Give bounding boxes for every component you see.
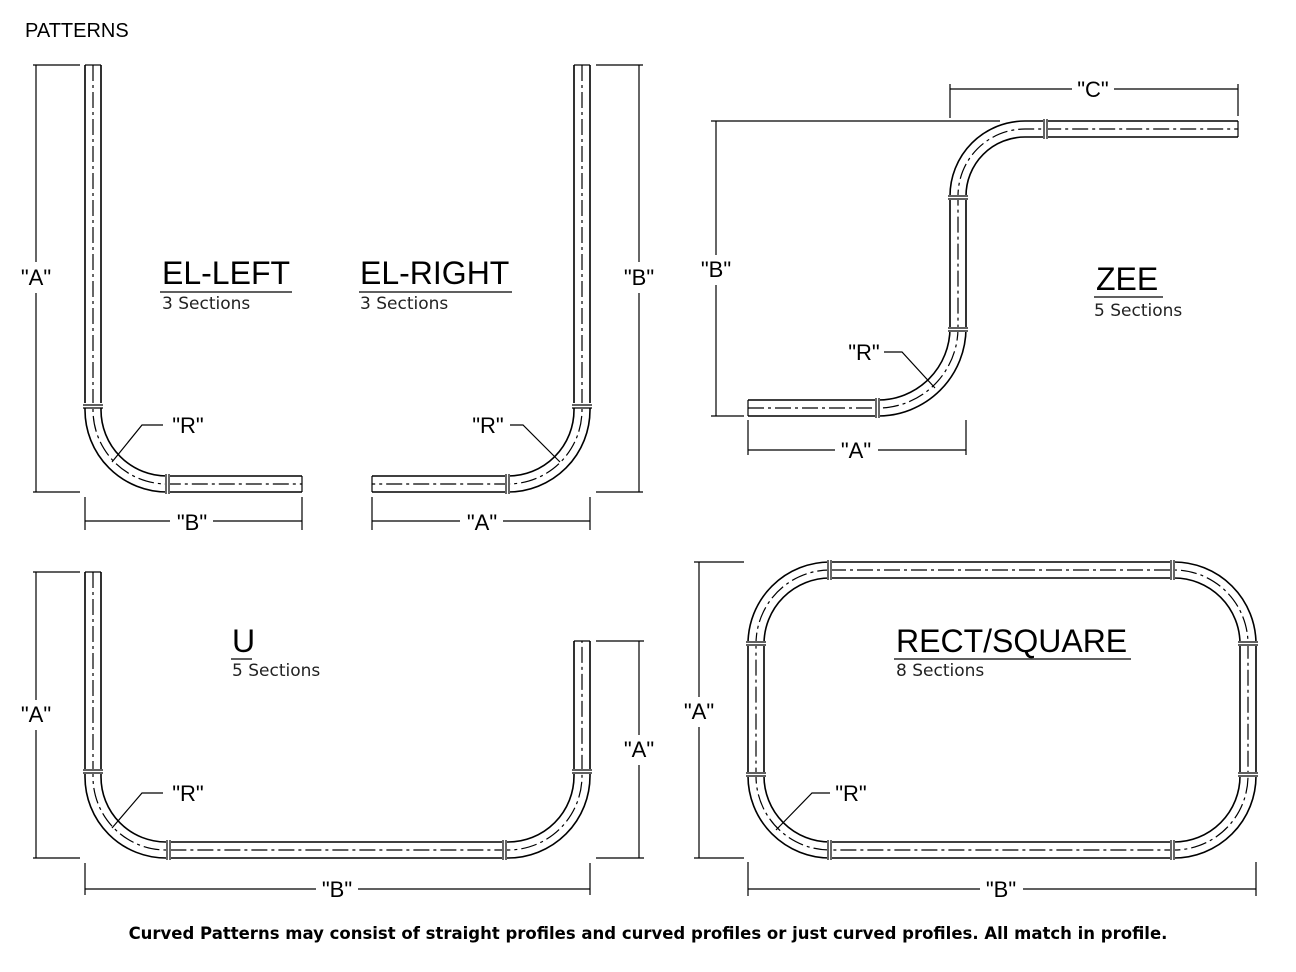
el-right-title: EL-RIGHT	[360, 255, 509, 291]
rect-square-sections: 8 Sections	[896, 661, 984, 681]
svg-text:"A": "A"	[624, 737, 654, 762]
svg-text:"B": "B"	[986, 877, 1016, 902]
svg-text:"R": "R"	[172, 781, 204, 806]
svg-text:"C": "C"	[1077, 77, 1109, 102]
el-right-dimension-r: "R"	[472, 413, 561, 463]
svg-text:"R": "R"	[472, 413, 504, 438]
rect-square-pattern: "A" "B" "R" RECT/SQUARE 8 Sections	[684, 560, 1258, 902]
el-right-dimension-a: "A"	[371, 497, 591, 535]
el-left-tube	[83, 64, 303, 494]
el-left-dimension-a: "A"	[21, 64, 80, 493]
svg-text:"A": "A"	[467, 510, 497, 535]
el-right-pattern: "B" "A" "R" EL-RIGHT 3 Sections	[359, 64, 654, 535]
zee-sections: 5 Sections	[1094, 301, 1182, 321]
svg-text:"R": "R"	[835, 781, 867, 806]
u-tube	[83, 571, 592, 860]
svg-text:"A": "A"	[684, 699, 714, 724]
el-right-dimension-b: "B"	[596, 64, 654, 493]
u-dimension-b: "B"	[84, 863, 591, 902]
zee-dimension-a: "A"	[747, 420, 967, 463]
zee-pattern: "B" "A" "C" "R" ZEE 5 Sections	[701, 77, 1239, 463]
zee-tube	[747, 119, 1239, 418]
el-left-pattern: "A" "B" "R" EL-LEFT 3 Sections	[21, 64, 303, 535]
el-left-dimension-b: "B"	[84, 497, 303, 535]
u-title: U	[232, 623, 255, 659]
el-left-dimension-r: "R"	[111, 413, 204, 463]
rect-square-title: RECT/SQUARE	[896, 623, 1127, 659]
zee-title: ZEE	[1096, 261, 1158, 297]
u-dimension-r: "R"	[111, 781, 204, 829]
rect-square-dimension-a: "A"	[684, 561, 744, 859]
u-dimension-a-right: "A"	[596, 640, 654, 859]
rect-square-tube	[746, 560, 1258, 860]
zee-dimension-b: "B"	[701, 120, 1000, 417]
el-left-title: EL-LEFT	[162, 255, 290, 291]
svg-text:"A": "A"	[841, 438, 871, 463]
u-sections: 5 Sections	[232, 661, 320, 681]
svg-text:"R": "R"	[172, 413, 204, 438]
svg-text:"B": "B"	[701, 257, 731, 282]
svg-text:"B": "B"	[624, 265, 654, 290]
svg-text:"B": "B"	[322, 877, 352, 902]
svg-text:"A": "A"	[21, 702, 51, 727]
zee-dimension-c: "C"	[949, 77, 1239, 118]
svg-text:"A": "A"	[21, 265, 51, 290]
el-right-sections: 3 Sections	[360, 294, 448, 314]
zee-dimension-r: "R"	[848, 340, 936, 389]
u-pattern: "A" "A" "B" "R" U 5 Sections	[21, 571, 654, 902]
svg-text:"B": "B"	[177, 510, 207, 535]
u-dimension-a-left: "A"	[21, 571, 80, 859]
el-left-sections: 3 Sections	[162, 294, 250, 314]
rect-square-dimension-r: "R"	[775, 781, 867, 831]
page-header: PATTERNS	[25, 20, 129, 42]
svg-text:"R": "R"	[848, 340, 880, 365]
rect-square-dimension-b: "B"	[747, 862, 1257, 902]
footer-note: Curved Patterns may consist of straight …	[129, 924, 1168, 943]
